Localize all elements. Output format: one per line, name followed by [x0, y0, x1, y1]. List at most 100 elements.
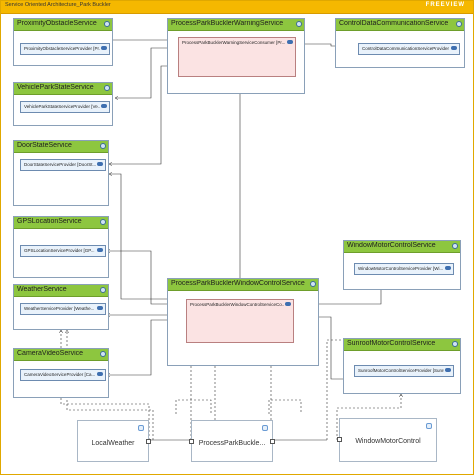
service-window-motor[interactable]: WindowMotorControlService WindowMotorCon…: [343, 240, 461, 290]
link-warning-vehicle: [115, 47, 179, 98]
service-header: DoorStateService: [14, 141, 108, 153]
service-gps-location[interactable]: GPSLocationService GPSLocationServicePro…: [13, 216, 109, 278]
component-icon: [262, 425, 268, 431]
component-process-park-buckler[interactable]: ProcessParkBuckle...: [189, 420, 275, 462]
service-icon: [100, 287, 106, 293]
realize-dashed-loop-2: [268, 399, 302, 414]
service-icon: [100, 219, 106, 225]
service-header: VehicleParkStateService: [14, 83, 112, 95]
port-icon: [101, 46, 107, 50]
component-port[interactable]: [337, 437, 342, 442]
port-icon: [287, 40, 293, 44]
provider-port[interactable]: WeatherServiceProvider [Weathe...: [20, 303, 106, 315]
service-title: DoorStateService: [17, 142, 72, 149]
port-label: WeatherServiceProvider [Weathe...: [24, 306, 95, 311]
component-window-motor-control[interactable]: WindowMotorControl: [337, 418, 437, 462]
port-label: SunroofMotorControlServiceProvider [Sunr…: [358, 368, 444, 373]
service-weather[interactable]: WeatherService WeatherServiceProvider [W…: [13, 284, 109, 330]
realize-dashed-loop: [175, 399, 212, 414]
port-label: ProcessParkBucklerWindowControlServiceCo…: [190, 302, 284, 307]
service-title: SunroofMotorControlService: [347, 340, 436, 347]
consumer-port[interactable]: ProcessParkBucklerWarningServiceConsumer…: [178, 37, 296, 77]
service-control-data[interactable]: ControlDataCommunicationService ControlD…: [335, 18, 465, 68]
service-title: ProcessParkBucklerWindowControlService: [171, 280, 305, 287]
service-window-control[interactable]: ProcessParkBucklerWindowControlService P…: [167, 278, 319, 366]
service-icon: [310, 281, 316, 287]
service-title: GPSLocationService: [17, 218, 82, 225]
service-icon: [104, 85, 110, 91]
service-proximity-obstacle[interactable]: ProximityObstacleService ProximityObstac…: [13, 18, 113, 66]
service-title: VehicleParkStateService: [17, 84, 94, 91]
provider-port[interactable]: GPSLocationServiceProvider [GP...: [20, 245, 106, 257]
component-port[interactable]: [146, 439, 151, 444]
provider-port[interactable]: ProximityObstacleServiceProvider [Pr...: [20, 43, 110, 55]
component-port[interactable]: [270, 439, 275, 444]
service-header: ProcessParkBucklerWarningService: [168, 19, 304, 31]
component-icon: [426, 423, 432, 429]
service-header: WindowMotorControlService: [344, 241, 460, 253]
provider-port[interactable]: DoorStateServiceProvider [DoorSt...: [20, 159, 106, 171]
port-icon: [451, 46, 457, 50]
service-icon: [452, 341, 458, 347]
consumer-port[interactable]: ProcessParkBucklerWindowControlServiceCo…: [186, 299, 294, 343]
port-icon: [445, 266, 451, 270]
provider-port[interactable]: WindowMotorControlServiceProvider [Wi...: [354, 263, 454, 275]
port-icon: [445, 368, 451, 372]
port-label: VehicleParkStateServiceProvider [Ve...: [24, 104, 100, 109]
port-label: ProximityObstacleServiceProvider [Pr...: [24, 46, 100, 51]
port-label: ProcessParkBucklerWarningServiceConsumer…: [182, 40, 286, 45]
service-icon: [452, 243, 458, 249]
provider-port[interactable]: CameraVideoServiceProvider [Ca...: [20, 369, 106, 381]
port-icon: [101, 104, 107, 108]
port-icon: [97, 248, 103, 252]
service-header: SunroofMotorControlService: [344, 339, 460, 351]
provider-port[interactable]: VehicleParkStateServiceProvider [Ve...: [20, 101, 110, 113]
component-name: ProcessParkBuckle...: [198, 440, 266, 447]
service-title: CameraVideoService: [17, 350, 84, 357]
port-icon: [285, 302, 291, 306]
port-label: GPSLocationServiceProvider [GP...: [24, 248, 95, 253]
component-port[interactable]: [189, 439, 194, 444]
port-icon: [97, 372, 103, 376]
service-header: WeatherService: [14, 285, 108, 297]
port-label: CameraVideoServiceProvider [Ca...: [24, 372, 96, 377]
service-door-state[interactable]: DoorStateService DoorStateServiceProvide…: [13, 140, 109, 206]
service-header: CameraVideoService: [14, 349, 108, 361]
service-warning[interactable]: ProcessParkBucklerWarningService Process…: [167, 18, 305, 94]
app-logo: FREEVIEW: [425, 2, 465, 8]
port-icon: [97, 306, 103, 310]
port-icon: [97, 162, 103, 166]
service-icon: [100, 143, 106, 149]
diagram-canvas: ProximityObstacleService ProximityObstac…: [1, 14, 473, 474]
component-local-weather[interactable]: LocalWeather: [77, 420, 151, 462]
service-icon: [456, 21, 462, 27]
service-camera-video[interactable]: CameraVideoService CameraVideoServicePro…: [13, 348, 109, 398]
service-header: ProcessParkBucklerWindowControlService: [168, 279, 318, 291]
service-icon: [296, 21, 302, 27]
window-title: Service Oriented Architecture_Park Buckl…: [5, 2, 111, 8]
service-sunroof[interactable]: SunroofMotorControlService SunroofMotorC…: [343, 338, 461, 394]
port-label: DoorStateServiceProvider [DoorSt...: [24, 162, 96, 167]
service-title: WindowMotorControlService: [347, 242, 436, 249]
service-vehicle-park-state[interactable]: VehicleParkStateService VehicleParkState…: [13, 82, 113, 126]
component-name: LocalWeather: [91, 440, 135, 447]
service-header: ProximityObstacleService: [14, 19, 112, 31]
port-label: ControlDataCommunicationServiceProvider …: [362, 46, 450, 51]
component-name: WindowMotorControl: [355, 438, 421, 445]
port-label: WindowMotorControlServiceProvider [Wi...: [358, 266, 444, 271]
service-title: ProximityObstacleService: [17, 20, 97, 27]
service-title: ProcessParkBucklerWarningService: [171, 20, 284, 27]
component-icon: [138, 425, 144, 431]
realize-motor-2: [336, 394, 401, 440]
service-header: GPSLocationService: [14, 217, 108, 229]
provider-port[interactable]: SunroofMotorControlServiceProvider [Sunr…: [354, 365, 454, 377]
service-header: ControlDataCommunicationService: [336, 19, 464, 31]
link-window-door: [109, 174, 191, 300]
window-titlebar: Service Oriented Architecture_Park Buckl…: [1, 1, 473, 14]
service-icon: [100, 351, 106, 357]
provider-port[interactable]: ControlDataCommunicationServiceProvider …: [358, 43, 460, 55]
service-title: WeatherService: [17, 286, 67, 293]
service-title: ControlDataCommunicationService: [339, 20, 449, 27]
service-icon: [104, 21, 110, 27]
